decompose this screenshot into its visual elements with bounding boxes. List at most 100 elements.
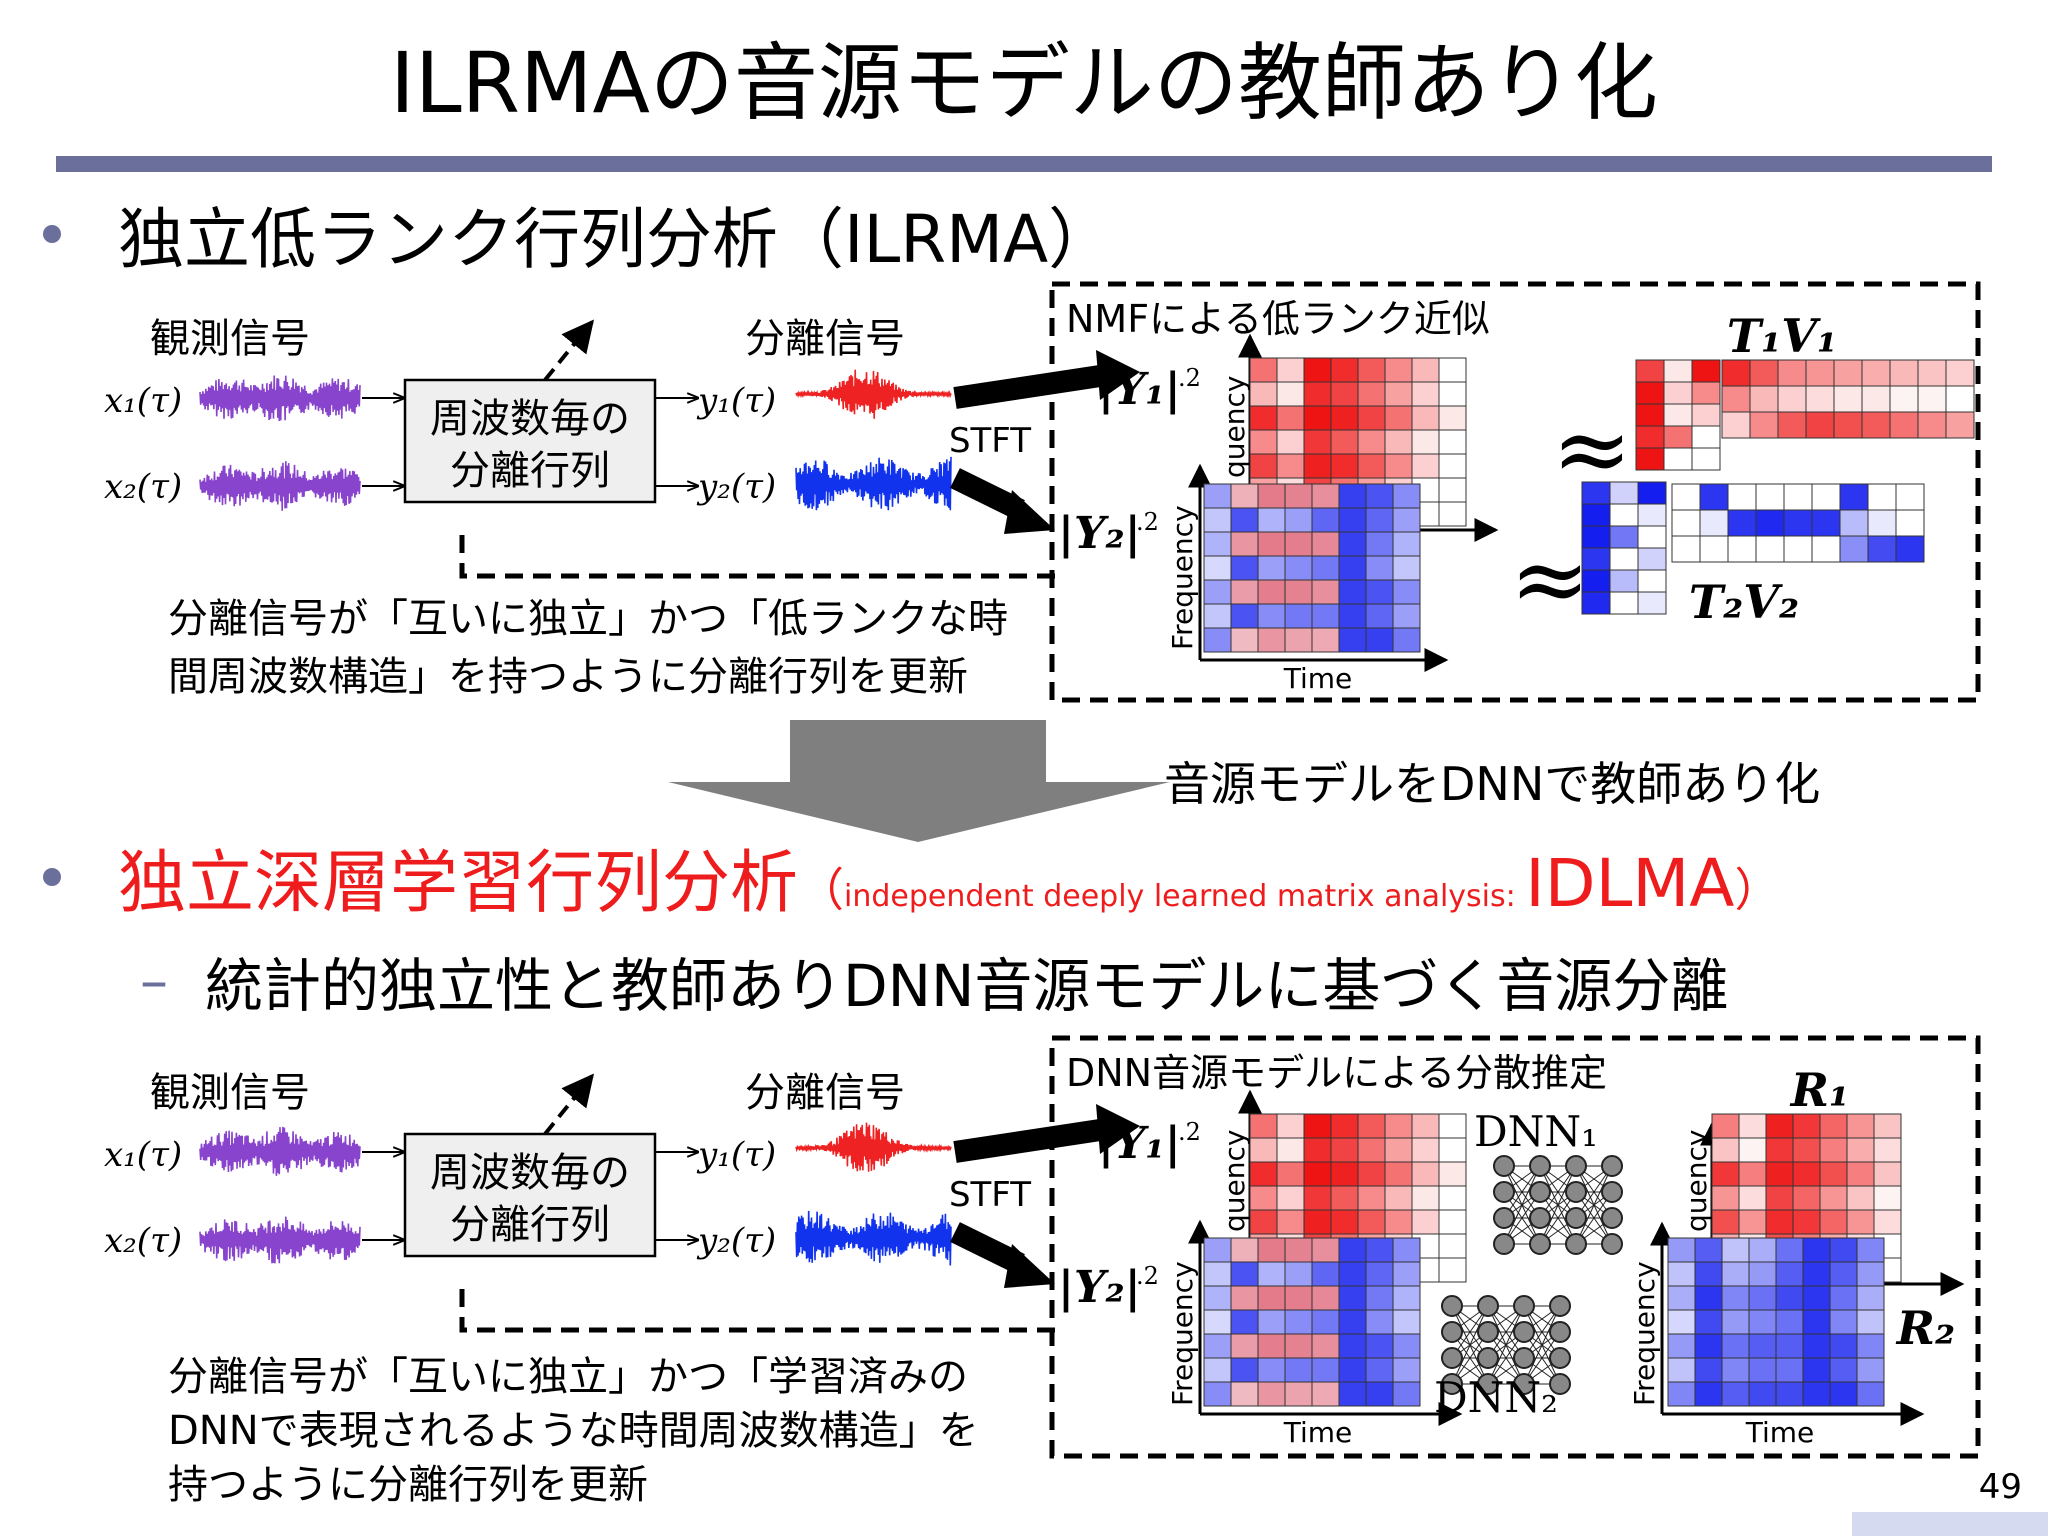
matrix-cell [1721, 359, 1751, 387]
nn-node [1529, 1233, 1551, 1255]
x2-label-b: x₂(τ) [104, 1221, 182, 1261]
matrix-cell [1748, 1357, 1777, 1383]
matrix-cell [1392, 555, 1421, 581]
matrix-cell [1819, 1137, 1848, 1163]
matrix-cell [1303, 1113, 1332, 1139]
matrix-cell [1711, 1137, 1740, 1163]
matrix-cell [1945, 411, 1975, 439]
T1V1-label: T₁V₁ [1727, 309, 1837, 363]
matrix-cell [1667, 1357, 1696, 1383]
matrix-cell [1411, 453, 1440, 479]
matrix-cell [1284, 1285, 1313, 1311]
matrix-cell [1284, 627, 1313, 653]
matrix-cell [1721, 1285, 1750, 1311]
matrix-cell [1357, 1185, 1386, 1211]
nn-node [1441, 1347, 1463, 1369]
matrix-cell [1694, 1261, 1723, 1287]
matrix-cell [1392, 603, 1421, 629]
matrix-cell [1365, 483, 1394, 509]
matrix-cell [1392, 531, 1421, 557]
idlma-diagram: 観測信号 分離信号 x₁(τ) x₂(τ) 周波数毎の 分離行列 y₁(τ) y… [104, 1035, 1981, 1508]
desc-top-line1: 分離信号が「互いに独立」かつ「低ランクな時 [168, 596, 1008, 642]
matrix-cell [1249, 357, 1278, 383]
matrix-cell [1889, 385, 1919, 413]
nmf-panel-title: NMFによる低ランク近似 [1066, 297, 1490, 341]
matrix-cell [1775, 1309, 1804, 1335]
matrix-cell [1699, 509, 1729, 537]
matrix-cell [1802, 1309, 1831, 1335]
matrix-cell [1691, 403, 1721, 427]
matrix-cell [1765, 1185, 1794, 1211]
stft-arrowhead-2 [1004, 490, 1055, 534]
corner-bar [1852, 1512, 2048, 1536]
nn-node [1529, 1207, 1551, 1229]
matrix-cell [1311, 1237, 1340, 1263]
matrix-cell [1330, 1209, 1359, 1235]
stft-arrowhead-1-b [1096, 1104, 1140, 1154]
matrix-cell [1338, 627, 1367, 653]
bullet-ilrma: 独立低ランク行列分析（ILRMA） [118, 201, 1114, 278]
matrix-cell [1330, 1185, 1359, 1211]
matrix-cell [1392, 507, 1421, 533]
matrix-cell [1230, 1309, 1259, 1335]
matrix-cell [1755, 509, 1785, 537]
matrix-cell [1833, 411, 1863, 439]
matrix-cell [1792, 1113, 1821, 1139]
waveform-trace [795, 1122, 952, 1172]
matrix-cell [1438, 453, 1467, 479]
matrix-cell [1667, 1261, 1696, 1287]
matrix-cell [1765, 1137, 1794, 1163]
matrix-cell [1811, 483, 1841, 511]
nn-node [1601, 1155, 1623, 1177]
matrix-cell [1663, 359, 1693, 383]
matrix-cell [1805, 411, 1835, 439]
matrix-cell [1365, 1261, 1394, 1287]
matrix-cell [1230, 555, 1259, 581]
matrix-cell [1721, 1261, 1750, 1287]
matrix-V2 [1671, 483, 1925, 563]
matrix-cell [1303, 405, 1332, 431]
freq-axis-back: quency [1218, 376, 1251, 478]
dnn2-network-icon [1441, 1295, 1571, 1395]
matrix-cell [1805, 385, 1835, 413]
matrix-cell [1249, 1185, 1278, 1211]
matrix-cell [1856, 1261, 1885, 1287]
matrix-cell [1303, 1137, 1332, 1163]
matrix-cell [1811, 509, 1841, 537]
matrix-cell [1581, 569, 1611, 593]
nn-node [1601, 1233, 1623, 1255]
matrix-cell [1694, 1285, 1723, 1311]
matrix-cell [1895, 535, 1925, 563]
matrix-cell [1802, 1333, 1831, 1359]
matrix-cell [1357, 381, 1386, 407]
matrix-cell [1765, 1113, 1794, 1139]
matrix-cell [1284, 1237, 1313, 1263]
matrix-cell [1775, 1357, 1804, 1383]
matrix-cell [1775, 1285, 1804, 1311]
matrix-cell [1411, 1113, 1440, 1139]
matrix-cell [1411, 1161, 1440, 1187]
matrix-cell [1711, 1209, 1740, 1235]
matrix-cell [1856, 1381, 1885, 1407]
stft-arrow-2 [950, 468, 1025, 520]
R2-label: R₂ [1895, 1301, 1955, 1355]
matrix-cell [1284, 603, 1313, 629]
matrix-cell [1338, 603, 1367, 629]
matrix-cell [1284, 531, 1313, 557]
matrix-cell [1230, 1381, 1259, 1407]
matrix-cell [1357, 1161, 1386, 1187]
title-underline [56, 156, 1992, 172]
matrix-cell [1945, 385, 1975, 413]
matrix-cell [1748, 1309, 1777, 1335]
update-dashed-arrow [543, 319, 595, 382]
matrix-cell [1311, 579, 1340, 605]
matrix-cell [1846, 1137, 1875, 1163]
matrix-cell [1839, 483, 1869, 511]
matrix-cell [1276, 381, 1305, 407]
waveform-trace [795, 369, 952, 419]
matrix-cell [1637, 591, 1667, 615]
waveform-x1 [199, 375, 361, 422]
matrix-cell [1384, 1209, 1413, 1235]
matrix-cell [1365, 1237, 1394, 1263]
matrix-cell [1671, 535, 1701, 563]
